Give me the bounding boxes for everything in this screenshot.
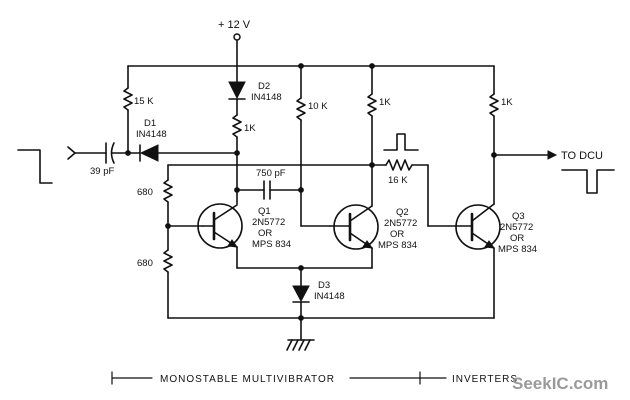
ground-rail [167,315,495,321]
q2-name: Q2 [396,207,409,218]
supply-rail [127,33,495,67]
q1-alt: MPS 834 [252,239,291,250]
capacitor-750pf [236,180,304,200]
d2-name: D2 [258,81,270,92]
d2-part: IN4148 [251,92,282,103]
watermark: SeekIC.com [512,374,608,393]
transistor-q3 [455,203,501,319]
resistor-1k-q2 [367,63,377,207]
diode-d1 [127,144,238,162]
output-arrow [493,150,558,160]
q3-alt: MPS 834 [498,244,537,255]
d3-name: D3 [318,280,330,291]
output-waveform [561,169,615,194]
transistor-q2 [329,204,379,269]
transistor-q1 [197,203,243,269]
d1-name: D1 [144,118,156,129]
diode-d2 [228,65,246,116]
input-waveform [17,149,53,184]
d3-part: IN4148 [314,291,345,302]
q2-alt: MPS 834 [378,240,417,251]
resistor-1k-q3 [489,65,499,205]
resistor-16k [371,159,457,227]
footer-section-2: INVERTERS [452,374,518,385]
q3-part: 2N5772 [500,222,533,233]
c-timing-label: 750 pF [256,168,286,179]
footer-section-1: MONOSTABLE MULTIVIBRATOR [160,374,335,385]
resistor-680-bottom [163,225,173,319]
resistor-680-top [163,179,173,229]
emitter-bus [236,265,373,271]
r-1k-q2-label: 1K [379,97,391,108]
resistor-15k [123,65,133,156]
r-1k-q3-label: 1K [501,97,513,108]
r-15k-label: 15 K [134,96,154,107]
supply-label: + 12 V [218,19,251,31]
r-16k-label: 16 K [388,175,408,186]
q1-part: 2N5772 [252,217,285,228]
footer-ruler [111,371,447,385]
q2-part: 2N5772 [384,218,417,229]
r-680-bottom-label: 680 [137,258,153,269]
input-arrow [67,146,107,160]
q2-or: OR [390,229,404,240]
diode-d3 [292,267,310,319]
c-input-label: 39 pF [90,166,114,177]
resistor-10k [296,63,331,227]
input-capacitor-39pf [105,142,129,164]
q3-or: OR [510,233,524,244]
output-label: TO DCU [561,150,603,162]
d1-part: IN4148 [136,129,167,140]
q1-or: OR [258,228,272,239]
resistor-1k-d2 [232,114,242,205]
q1-name: Q1 [258,206,271,217]
r-680-top-label: 680 [137,187,153,198]
ground-symbol [286,317,315,351]
r-10k-label: 10 K [308,101,328,112]
r-1k-d2-label: 1K [244,123,256,134]
pulse-waveform [383,133,419,151]
feedback-wire [167,164,373,181]
q3-name: Q3 [512,211,525,222]
